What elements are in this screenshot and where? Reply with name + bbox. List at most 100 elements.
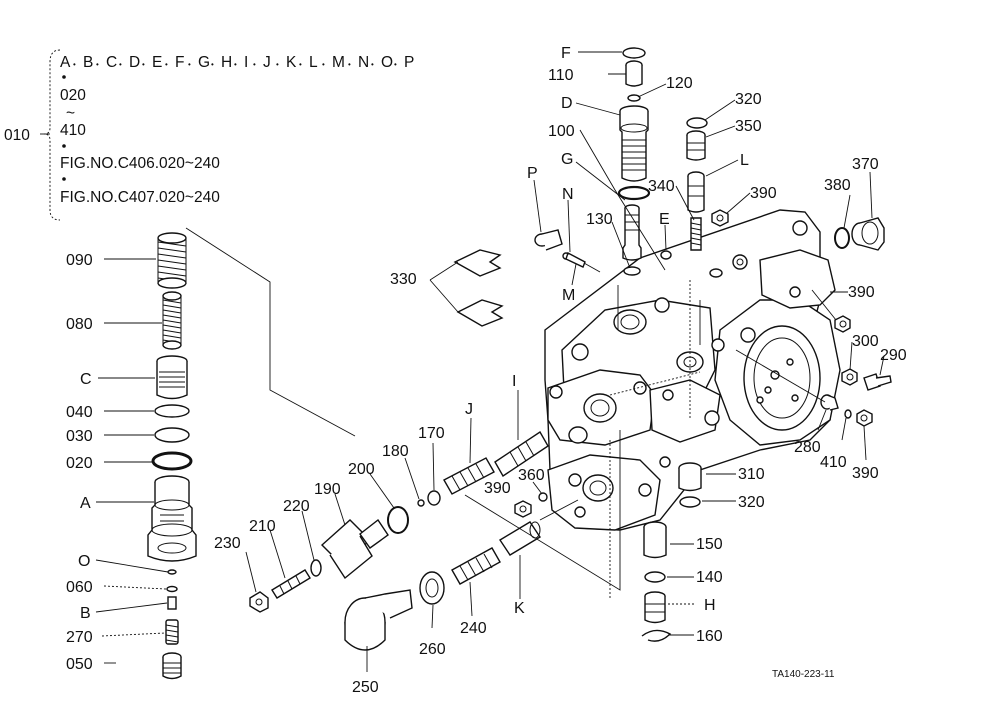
label-320-top: 320 [735,91,762,108]
label-240: 240 [460,620,487,637]
label-J: J [465,401,473,418]
part-190-body [320,518,389,580]
label-050: 050 [66,656,93,673]
part-A-valve-body [147,475,197,562]
part-090-spring [157,232,187,289]
group-letter-K: K [286,54,297,71]
group-letter-G: G [198,54,210,71]
label-020: 020 [66,455,93,472]
label-390-top: 390 [750,185,777,202]
label-080: 080 [66,316,93,333]
top-stack-parts [453,47,729,327]
part-J-spring [443,457,495,495]
group-letter-E: E [152,54,162,71]
range-end-label: 410 [60,122,86,139]
label-L: L [740,152,749,169]
label-390-bottom: 390 [484,480,511,497]
part-D-valve [619,105,649,182]
label-230: 230 [214,535,241,552]
part-B-pin [167,596,177,610]
root-ref-label: 010 [4,127,30,144]
part-350-cap [686,130,706,161]
part-260-washer [419,571,445,605]
group-letter-N: N [358,54,369,71]
part-360-ball [538,492,548,502]
label-390-right: 390 [848,284,875,301]
label-270: 270 [66,629,93,646]
left-column-parts [147,232,197,680]
range-tilde: ~ [66,105,75,122]
label-260: 260 [419,641,446,658]
fig-ref-1: FIG.NO.C406.020~240 [60,155,220,172]
part-030-oring [154,427,190,443]
label-180: 180 [382,443,409,460]
label-170: 170 [418,425,445,442]
part-340-spring [690,217,702,251]
label-410: 410 [820,454,847,471]
part-P-plug [534,229,563,251]
part-330-shim-a [453,249,502,277]
group-letter-J: J [263,54,271,71]
group-letter-A: A [60,54,71,71]
left-labels: 090 080 C 040 030 020 A O 060 B 270 050 [66,252,93,673]
label-G: G [561,151,573,168]
part-280-plug [820,394,839,411]
label-I: I [512,373,516,390]
part-O-ball [167,569,177,575]
label-130: 130 [586,211,613,228]
part-320-oring-bottom [679,496,701,508]
reference-line-left [185,227,356,437]
part-080-spring [162,291,182,350]
part-220-washer [310,559,322,577]
drawing-code: TA140-223-11 [772,669,835,680]
group-letter-C: C [106,54,117,71]
label-K: K [514,600,525,617]
part-120-oring [627,94,641,102]
part-G-piston [622,204,642,261]
part-E-nut [660,250,672,260]
part-H-valve [644,591,666,624]
part-130-washer [623,266,641,276]
part-100-oring [617,185,651,201]
group-letter-M: M [332,54,345,71]
label-320-bottom: 320 [738,494,765,511]
part-380-oring [834,227,850,249]
label-B: B [80,605,91,622]
part-labels: F 110 120 D 100 G P N 130 E M 330 320 35… [214,45,907,696]
label-M: M [562,287,575,304]
label-120: 120 [666,75,693,92]
part-290-bolt [863,373,892,391]
label-O: O [78,553,90,570]
part-I-piston [494,431,549,477]
part-150-sleeve [643,521,667,559]
label-150: 150 [696,536,723,553]
label-190: 190 [314,481,341,498]
label-N: N [562,186,574,203]
label-200: 200 [348,461,375,478]
fig-ref-2: FIG.NO.C407.020~240 [60,189,220,206]
group-letter-B: B [83,54,93,71]
main-housing [544,209,841,600]
label-C: C [80,371,92,388]
part-050-plug [162,652,182,680]
group-letter-F: F [175,54,184,71]
group-letter-H: H [221,54,232,71]
part-C-cup [156,355,188,400]
group-letter-O: O [381,54,393,71]
part-330-shim-b [456,299,504,327]
label-090: 090 [66,252,93,269]
part-300-nut [841,368,858,386]
label-D: D [561,95,573,112]
part-K-piston [499,521,541,556]
label-210: 210 [249,518,276,535]
label-330: 330 [390,271,417,288]
part-240-spring [451,547,501,585]
part-040-oring [154,404,190,418]
part-L-valve [687,171,705,213]
label-360: 360 [518,467,545,484]
group-letters: A•B•C•D•E•F•G•H•I•J•K•L•M•N•O•P [60,54,414,71]
part-060-washer [166,585,178,593]
label-340: 340 [648,178,675,195]
part-210-screw [271,569,311,599]
